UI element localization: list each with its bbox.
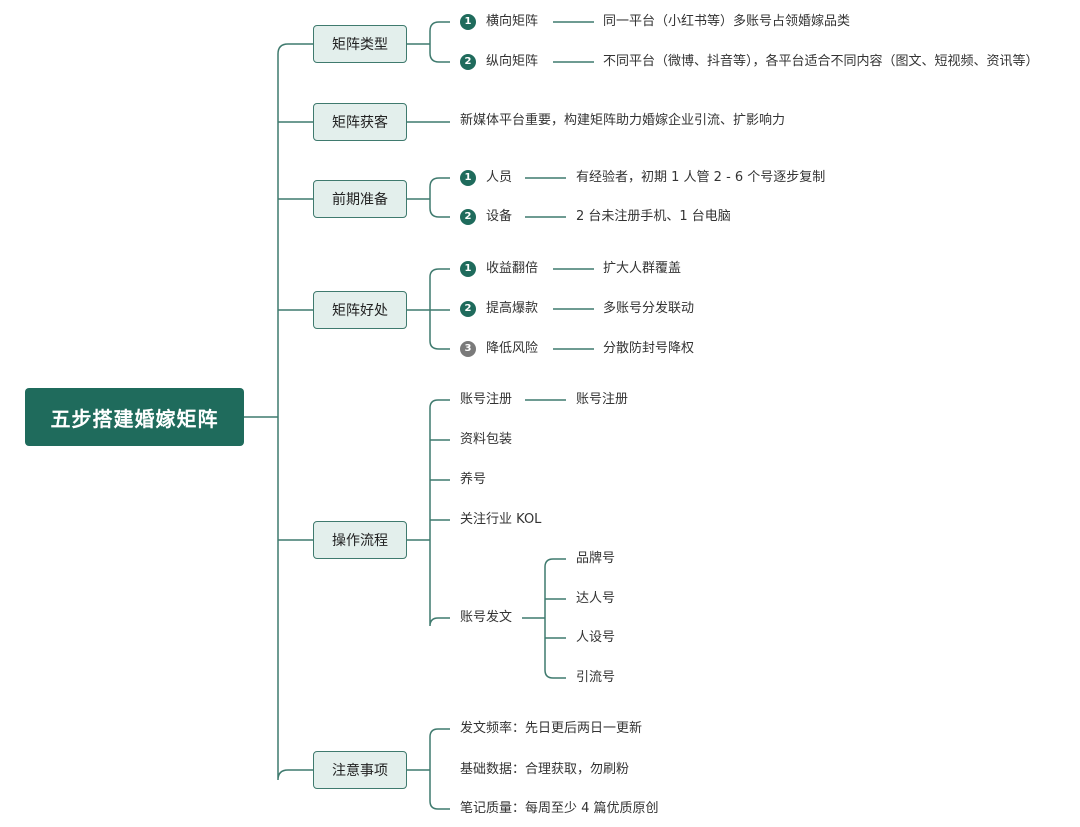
topic-follow-kol[interactable]: 关注行业 KOL bbox=[460, 512, 542, 527]
publish-type-influencer[interactable]: 达人号 bbox=[576, 591, 616, 606]
benefits-connectors bbox=[407, 268, 450, 350]
note-content-quality[interactable]: 笔记质量：每周至少 4 篇优质原创 bbox=[460, 801, 659, 816]
topic-account-register[interactable]: 账号注册 bbox=[460, 392, 513, 407]
number-badge: 1 bbox=[460, 261, 476, 277]
detail-horizontal-matrix[interactable]: 同一平台（小红书等）多账号占领婚嫁品类 bbox=[603, 14, 851, 29]
number-badge: 2 bbox=[460, 301, 476, 317]
topic-account-nurturing[interactable]: 养号 bbox=[460, 472, 487, 487]
number-badge: 3 bbox=[460, 341, 476, 357]
number-badge: 1 bbox=[460, 170, 476, 186]
preparation-detail-lines bbox=[525, 177, 566, 218]
matrix-type-connectors bbox=[407, 21, 450, 63]
detail-lower-risk[interactable]: 分散防封号降权 bbox=[603, 341, 695, 356]
category-benefits[interactable]: 矩阵好处 bbox=[313, 291, 407, 329]
detail-double-revenue[interactable]: 扩大人群覆盖 bbox=[603, 261, 682, 276]
preparation-connectors bbox=[407, 177, 450, 218]
publish-type-traffic[interactable]: 引流号 bbox=[576, 670, 616, 685]
topic-vertical-matrix[interactable]: 纵向矩阵 bbox=[486, 54, 539, 69]
publish-type-brand[interactable]: 品牌号 bbox=[576, 551, 616, 566]
publish-type-persona[interactable]: 人设号 bbox=[576, 630, 616, 645]
matrix-type-detail-lines bbox=[553, 21, 594, 63]
detail-account-register[interactable]: 账号注册 bbox=[576, 392, 629, 407]
category-matrix-acquire[interactable]: 矩阵获客 bbox=[313, 103, 407, 141]
topic-lower-risk[interactable]: 降低风险 bbox=[486, 341, 539, 356]
category-notes[interactable]: 注意事项 bbox=[313, 751, 407, 789]
number-badge: 2 bbox=[460, 209, 476, 225]
category-matrix-type[interactable]: 矩阵类型 bbox=[313, 25, 407, 63]
detail-more-hits[interactable]: 多账号分发联动 bbox=[603, 301, 695, 316]
topic-equipment[interactable]: 设备 bbox=[486, 209, 513, 224]
main-trunk bbox=[277, 43, 313, 781]
topic-double-revenue[interactable]: 收益翻倍 bbox=[486, 261, 539, 276]
notes-connectors bbox=[407, 728, 450, 810]
detail-matrix-acquire[interactable]: 新媒体平台重要，构建矩阵助力婚嫁企业引流、扩影响力 bbox=[460, 113, 786, 128]
category-process[interactable]: 操作流程 bbox=[313, 521, 407, 559]
detail-vertical-matrix[interactable]: 不同平台（微博、抖音等），各平台适合不同内容（图文、短视频、资讯等） bbox=[603, 54, 1039, 69]
topic-profile-packaging[interactable]: 资料包装 bbox=[460, 432, 513, 447]
topic-more-hits[interactable]: 提高爆款 bbox=[486, 301, 539, 316]
number-badge: 2 bbox=[460, 54, 476, 70]
topic-horizontal-matrix[interactable]: 横向矩阵 bbox=[486, 14, 539, 29]
publish-children-connectors bbox=[522, 558, 566, 679]
category-preparation[interactable]: 前期准备 bbox=[313, 180, 407, 218]
detail-equipment[interactable]: 2 台未注册手机、1 台电脑 bbox=[576, 209, 731, 224]
note-post-frequency[interactable]: 发文频率：先日更后两日一更新 bbox=[460, 721, 643, 736]
topic-account-publishing[interactable]: 账号发文 bbox=[460, 610, 513, 625]
detail-staff[interactable]: 有经验者，初期 1 人管 2 - 6 个号逐步复制 bbox=[576, 170, 826, 185]
number-badge: 1 bbox=[460, 14, 476, 30]
topic-staff[interactable]: 人员 bbox=[486, 170, 513, 185]
root-title[interactable]: 五步搭建婚嫁矩阵 bbox=[25, 388, 244, 446]
benefits-detail-lines bbox=[553, 268, 594, 350]
note-basic-data[interactable]: 基础数据：合理获取，勿刷粉 bbox=[460, 762, 630, 777]
process-connectors bbox=[407, 399, 450, 627]
